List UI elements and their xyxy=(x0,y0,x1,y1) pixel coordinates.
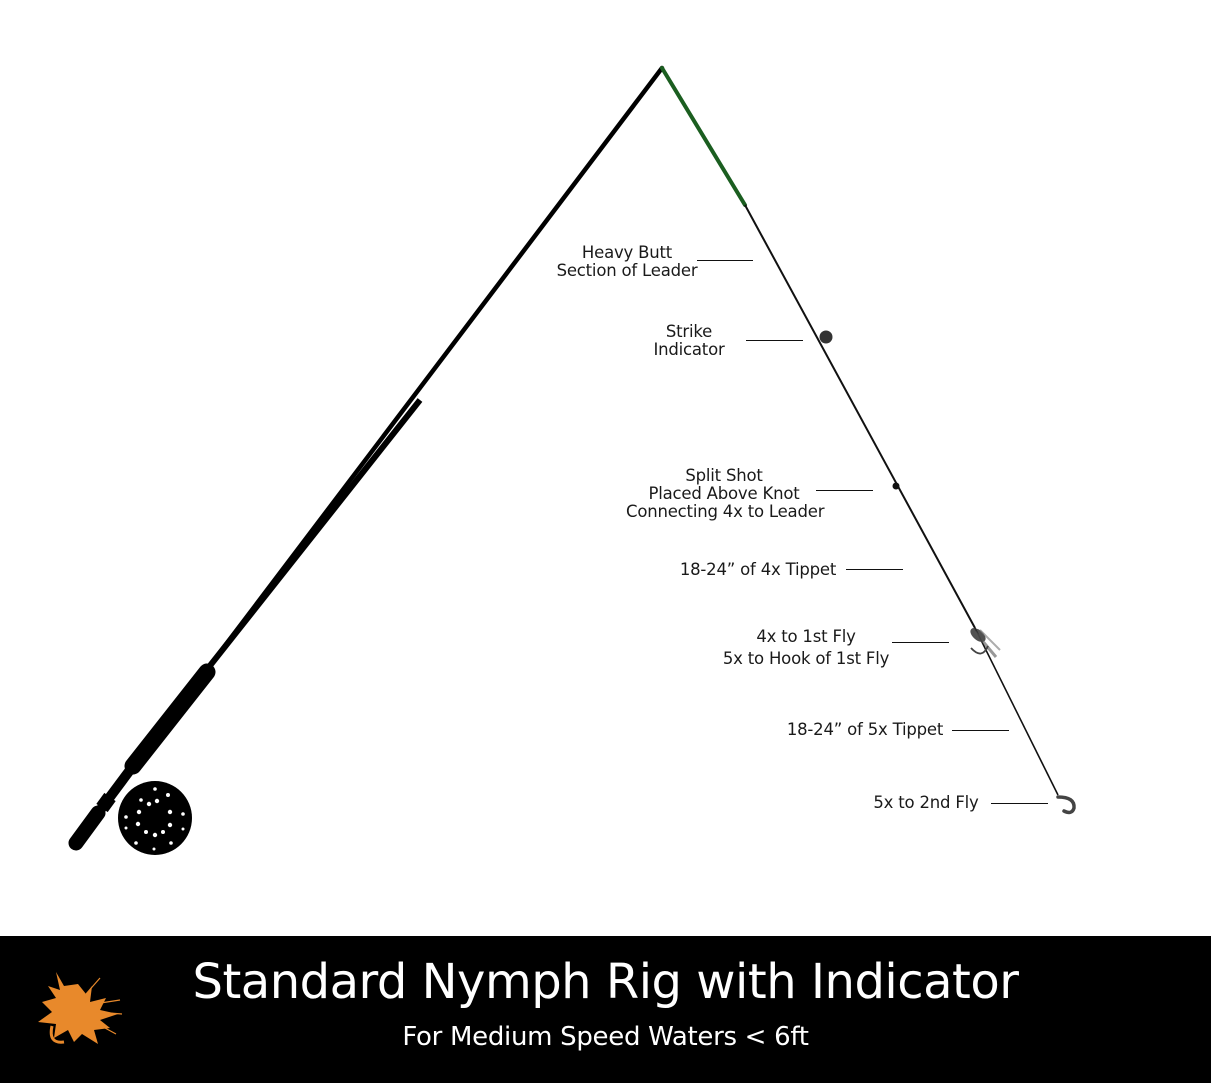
fly-line xyxy=(660,66,747,207)
first-fly-icon xyxy=(970,628,1001,658)
pointer-heavy-butt xyxy=(697,260,753,262)
label-strike-indicator: Strike Indicator xyxy=(653,322,725,359)
rig-diagram: Heavy Butt Section of Leader Strike Indi… xyxy=(68,65,1076,855)
orange-fly-icon xyxy=(38,972,123,1044)
diagram-title: Standard Nymph Rig with Indicator xyxy=(192,954,1019,1010)
leader-line xyxy=(744,204,976,629)
strike-indicator-icon xyxy=(819,330,833,344)
label-4x-tippet: 18-24” of 4x Tippet xyxy=(679,560,837,579)
pointer-first-fly xyxy=(892,642,949,644)
label-split-shot: Split Shot Placed Above Knot Connecting … xyxy=(626,466,825,521)
fly-reel-icon xyxy=(118,781,192,855)
pointer-strike-indicator xyxy=(746,340,803,342)
pointer-second-fly xyxy=(991,803,1048,805)
pointer-5x-tippet xyxy=(952,730,1009,732)
split-shot-icon xyxy=(892,482,900,490)
rig-illustration xyxy=(68,65,1076,855)
fly-rod-icon xyxy=(68,65,665,851)
label-5x-tippet: 18-24” of 5x Tippet xyxy=(786,720,944,739)
tippet-line xyxy=(974,627,1059,796)
second-fly-icon xyxy=(1056,795,1076,815)
label-second-fly: 5x to 2nd Fly xyxy=(873,793,979,812)
label-first-fly: 4x to 1st Fly 5x to Hook of 1st Fly xyxy=(722,627,890,668)
label-heavy-butt: Heavy Butt Section of Leader xyxy=(556,243,698,280)
diagram-subtitle: For Medium Speed Waters < 6ft xyxy=(402,1022,809,1052)
pointer-split-shot xyxy=(816,490,873,492)
pointer-4x-tippet xyxy=(846,569,903,571)
title-banner: Standard Nymph Rig with Indicator For Me… xyxy=(0,936,1211,1083)
